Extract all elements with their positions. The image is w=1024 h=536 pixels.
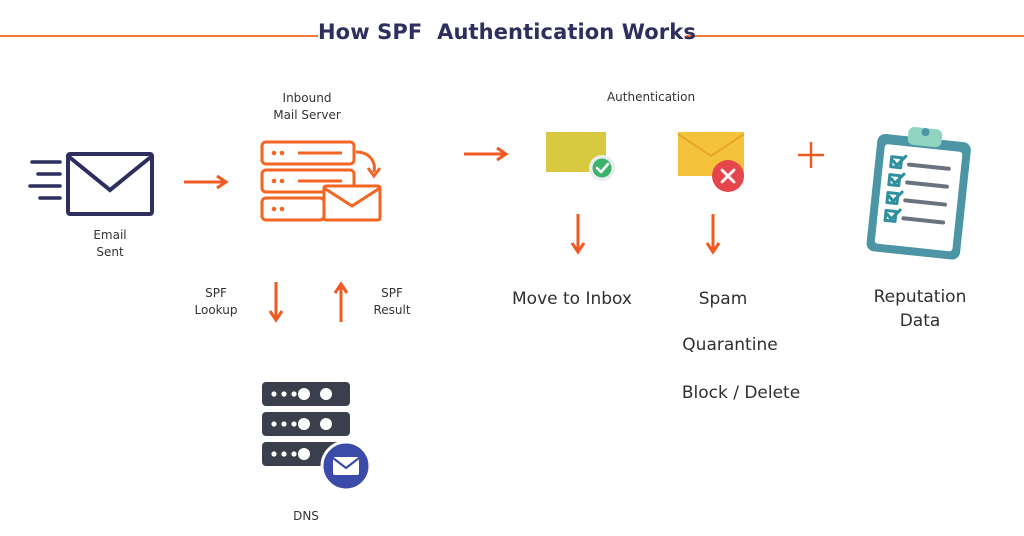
clipboard-checklist-icon (866, 126, 971, 260)
title-rule-left (0, 35, 318, 37)
arrow-up-result (333, 281, 349, 322)
spf-lookup-label: SPF Lookup (194, 286, 238, 317)
mail-server-icon (260, 140, 382, 222)
envelope-speed-icon (28, 152, 154, 216)
quarantine-label: Quarantine (682, 335, 778, 355)
dns-label: DNS (293, 509, 319, 523)
envelope-cross-icon (677, 132, 745, 192)
arrow-down-fail (705, 214, 721, 255)
spam-label: Spam (698, 289, 748, 309)
spf-result-label: SPF Result (373, 286, 411, 317)
block-delete-label: Block / Delete (681, 383, 801, 403)
diagram-title: How SPF Authentication Works (318, 20, 696, 44)
inbound-server-label: Inbound Mail Server (273, 91, 341, 122)
arrow-down-pass (570, 214, 586, 255)
arrow-right-2 (464, 146, 509, 162)
dns-server-icon (262, 382, 372, 492)
arrow-down-lookup (268, 282, 284, 323)
envelope-check-icon (546, 132, 615, 181)
plus-icon (798, 142, 824, 168)
email-sent-label: Email Sent (93, 228, 127, 259)
title-rule-right (686, 35, 1024, 37)
arrow-right-1 (184, 174, 229, 190)
reputation-data-label: Reputation Data (873, 287, 967, 331)
move-to-inbox-label: Move to Inbox (512, 289, 632, 309)
authentication-label: Authentication (606, 90, 696, 104)
